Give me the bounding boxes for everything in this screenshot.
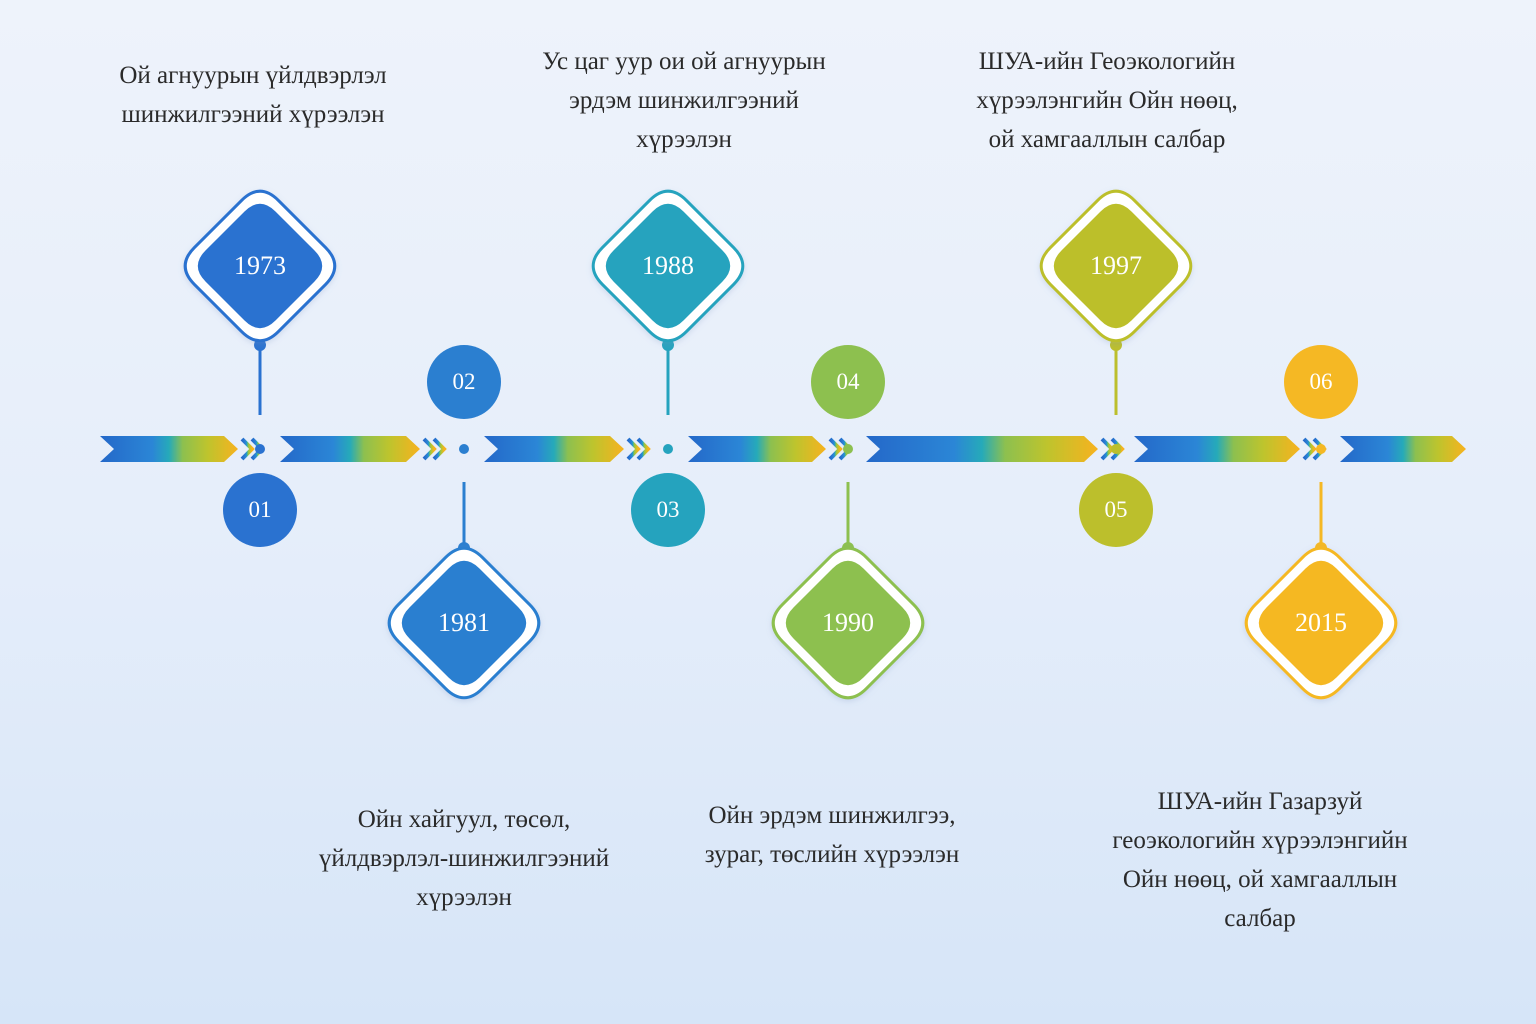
step-circle-01 <box>223 473 297 547</box>
arrow-chevron <box>1100 437 1115 461</box>
year-badge-1990 <box>771 546 925 700</box>
year-label-1981: 1981 <box>438 608 490 637</box>
arrow-segment <box>280 436 420 462</box>
year-label-1973: 1973 <box>234 251 286 280</box>
arrow-chevron <box>636 437 651 461</box>
year-badge-1981 <box>387 546 541 700</box>
arrow-chevron <box>240 437 255 461</box>
year-badge-1988 <box>591 189 745 343</box>
arrow-chevron <box>626 437 641 461</box>
timeline-arrow <box>100 436 1466 462</box>
axis-dot <box>1111 444 1121 454</box>
arrow-segment <box>688 436 826 462</box>
step-circle-05 <box>1079 473 1153 547</box>
step-circle-06 <box>1284 345 1358 419</box>
axis-dot <box>843 444 853 454</box>
arrow-segment <box>1134 436 1300 462</box>
arrow-segment <box>866 436 1098 462</box>
milestone-caption-1973: Ой агнуурын үйлдвэрлэл шинжилгээний хүрэ… <box>119 62 387 128</box>
year-label-1997: 1997 <box>1090 251 1142 280</box>
timeline-markers <box>183 189 1398 700</box>
step-circle-02 <box>427 345 501 419</box>
step-number-05: 05 <box>1104 497 1128 522</box>
step-number-02: 02 <box>452 369 476 394</box>
arrow-segment <box>484 436 624 462</box>
arrow-chevron <box>828 437 843 461</box>
milestone-caption-1997: ШУА-ийн Геоэкологийн хүрээлэнгийн Ойн нө… <box>976 48 1238 153</box>
arrow-segment <box>1340 436 1466 462</box>
step-number-01: 01 <box>248 497 272 522</box>
year-badge-1973 <box>183 189 337 343</box>
arrow-segment <box>100 436 238 462</box>
axis-dot <box>663 444 673 454</box>
step-number-04: 04 <box>836 369 860 394</box>
arrow-chevron <box>422 437 437 461</box>
year-label-2015: 2015 <box>1295 608 1347 637</box>
year-badge-2015 <box>1244 546 1398 700</box>
year-label-1990: 1990 <box>822 608 874 637</box>
axis-dot <box>255 444 265 454</box>
axis-dot <box>459 444 469 454</box>
milestone-caption-1981: Ойн хайгуул, төсөл, үйлдвэрлэл-шинжилгээ… <box>318 806 610 911</box>
arrow-chevron <box>1302 437 1317 461</box>
step-circle-03 <box>631 473 705 547</box>
milestone-caption-2015: ШУА-ийн Газарзуй геоэкологийн хүрээлэнги… <box>1112 788 1408 932</box>
milestone-caption-1988: Ус цаг уур ои ой агнуурын эрдэм шинжилгэ… <box>542 48 826 153</box>
arrow-chevron <box>432 437 447 461</box>
axis-dot <box>1316 444 1326 454</box>
step-circle-04 <box>811 345 885 419</box>
step-number-03: 03 <box>656 497 680 522</box>
step-number-06: 06 <box>1309 369 1333 394</box>
milestone-caption-1990: Ойн эрдэм шинжилгээ, зураг, төслийн хүрэ… <box>704 802 960 868</box>
year-badge-1997 <box>1039 189 1193 343</box>
year-label-1988: 1988 <box>642 251 694 280</box>
arrow-chevron <box>1110 437 1125 461</box>
